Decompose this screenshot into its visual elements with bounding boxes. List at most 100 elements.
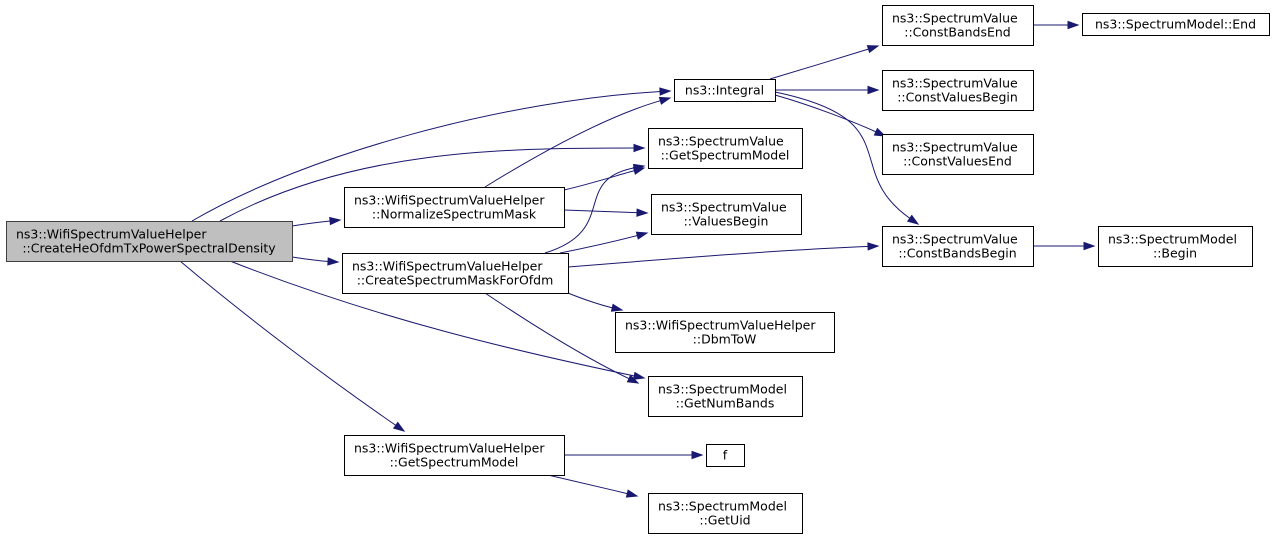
node-label-line: ::Begin [1153,246,1197,261]
node-label-line: ns3::WifiSpectrumValueHelper [625,318,816,333]
edge-line [484,292,631,380]
arrowhead-icon [633,143,646,153]
node-box [882,70,1034,111]
node-label-line: ::CreateSpectrumMaskForOfdm [357,273,554,288]
edge-line [547,474,629,495]
node-label-line: ns3::SpectrumValue [892,11,1018,26]
edge-root-to-sv_getspectrummodel [219,143,646,222]
edge-root-to-createmask [291,256,340,266]
node-box [342,253,569,294]
arrowhead-icon [635,231,649,240]
edge-line [567,292,614,309]
node-constbandsend[interactable]: ns3::SpectrumValue::ConstBandsEnd [882,5,1034,46]
edge-line [484,99,662,188]
node-label-line: ns3::SpectrumModel [658,382,787,397]
edge-createmask-to-constbandsbegin [567,242,880,268]
node-label-line: ::NormalizeSpectrumMask [372,207,537,222]
edge-wsvh_getspectrummodel-to-getuid [547,474,639,498]
edge-root-to-wsvh_getspectrummodel [179,260,406,432]
node-createmask[interactable]: ns3::WifiSpectrumValueHelper::CreateSpec… [342,253,569,294]
node-integral[interactable]: ns3::Integral [674,79,776,102]
node-constvaluesbegin[interactable]: ns3::SpectrumValue::ConstValuesBegin [882,70,1034,111]
node-label-line: ::ConstValuesBegin [897,90,1018,105]
node-constvaluesend[interactable]: ns3::SpectrumValue::ConstValuesEnd [882,134,1034,175]
node-label-line: ns3::WifiSpectrumValueHelper [16,227,207,242]
arrowhead-icon [626,374,640,384]
node-box [648,376,803,417]
node-box [674,79,776,102]
edge-line [774,94,878,133]
node-label-line: ::GetSpectrumModel [661,148,790,163]
edge-constbandsend-to-sm_end [1033,20,1080,30]
node-getuid[interactable]: ns3::SpectrumModel::GetUid [648,493,803,534]
node-constbandsbegin[interactable]: ns3::SpectrumValue::ConstBandsBegin [882,226,1034,267]
node-label-line: ::GetSpectrumModel [390,455,519,470]
node-label-line: ns3::SpectrumModel [1108,232,1237,247]
edge-normalize-to-valuesbegin [563,208,649,217]
edge-integral-to-constbandsend [769,45,880,80]
node-root[interactable]: ns3::WifiSpectrumValueHelper::CreateHeOf… [6,221,293,262]
edge-line [563,209,639,214]
edge-normalize-to-integral [484,96,672,188]
node-sv-getspectrummodel[interactable]: ns3::SpectrumValue::GetSpectrumModel [648,128,803,169]
edge-root-to-normalize [291,216,342,227]
arrowhead-icon [659,87,672,96]
node-getnumbands[interactable]: ns3::SpectrumModel::GetNumBands [648,376,803,417]
node-label-line: ns3::SpectrumValue [892,76,1018,91]
node-label-line: ns3::SpectrumModel::End [1095,17,1256,32]
node-box [648,493,803,534]
node-label-line: ::CreateHeOfdmTxPowerSpectralDensity [22,241,276,256]
arrowhead-icon [867,85,880,95]
arrowhead-icon [1067,20,1080,30]
edge-line [229,260,636,377]
node-label-line: ::GetUid [699,513,750,528]
arrowhead-icon [632,371,646,380]
edge-line [559,234,639,254]
edge-createmask-to-getnumbands [484,292,640,384]
edge-root-to-integral [191,87,672,222]
arrowhead-icon [625,489,639,498]
node-label-line: ns3::WifiSpectrumValueHelper [354,441,545,456]
node-f[interactable]: f [706,444,745,467]
arrowhead-icon [329,216,342,226]
edge-line [219,147,636,222]
arrowhead-icon [1083,241,1096,251]
arrowhead-icon [632,163,646,173]
edge-line [563,169,636,191]
edge-wsvh_getspectrummodel-to-f [563,450,704,460]
node-wsvh-getspectrummodel[interactable]: ns3::WifiSpectrumValueHelper::GetSpectru… [344,435,565,476]
node-box [651,194,802,235]
node-label-line: ns3::SpectrumModel [658,499,787,514]
edge-normalize-to-sv_getspectrummodel [563,166,646,191]
arrowhead-icon [867,242,880,251]
node-box [882,5,1034,46]
node-label-line: ns3::Integral [685,83,764,98]
edge-integral-to-constvaluesbegin [775,85,880,95]
node-box [344,187,565,228]
arrowhead-icon [866,45,880,54]
node-label-line: ns3::WifiSpectrumValueHelper [352,259,543,274]
edge-line [291,220,332,227]
node-label-line: ::ValuesBegin [684,214,769,229]
node-sm-end[interactable]: ns3::SpectrumModel::End [1082,13,1270,36]
node-normalize[interactable]: ns3::WifiSpectrumValueHelper::NormalizeS… [344,187,565,228]
arrowhead-icon [610,303,624,312]
node-dbmtow[interactable]: ns3::WifiSpectrumValueHelper::DbmToW [615,312,835,353]
arrowhead-icon [658,96,672,105]
node-label-line: ::ConstBandsBegin [898,246,1016,261]
node-box [882,134,1034,175]
edge-createmask-to-valuesbegin [559,231,649,254]
edge-integral-to-constbandsbegin [774,91,920,225]
node-box [706,444,745,467]
node-sm-begin[interactable]: ns3::SpectrumModel::Begin [1098,226,1253,267]
node-label-line: ns3::SpectrumValue [658,134,784,149]
edge-root-to-getnumbands [229,260,646,380]
node-box [615,312,835,353]
edge-line [291,256,330,263]
edge-constbandsbegin-to-sm_begin [1032,241,1096,251]
node-valuesbegin[interactable]: ns3::SpectrumValue::ValuesBegin [651,194,802,235]
node-label-line: ns3::SpectrumValue [892,140,1018,155]
edge-line [191,91,662,222]
edge-createmask-to-dbmtow [567,292,624,312]
